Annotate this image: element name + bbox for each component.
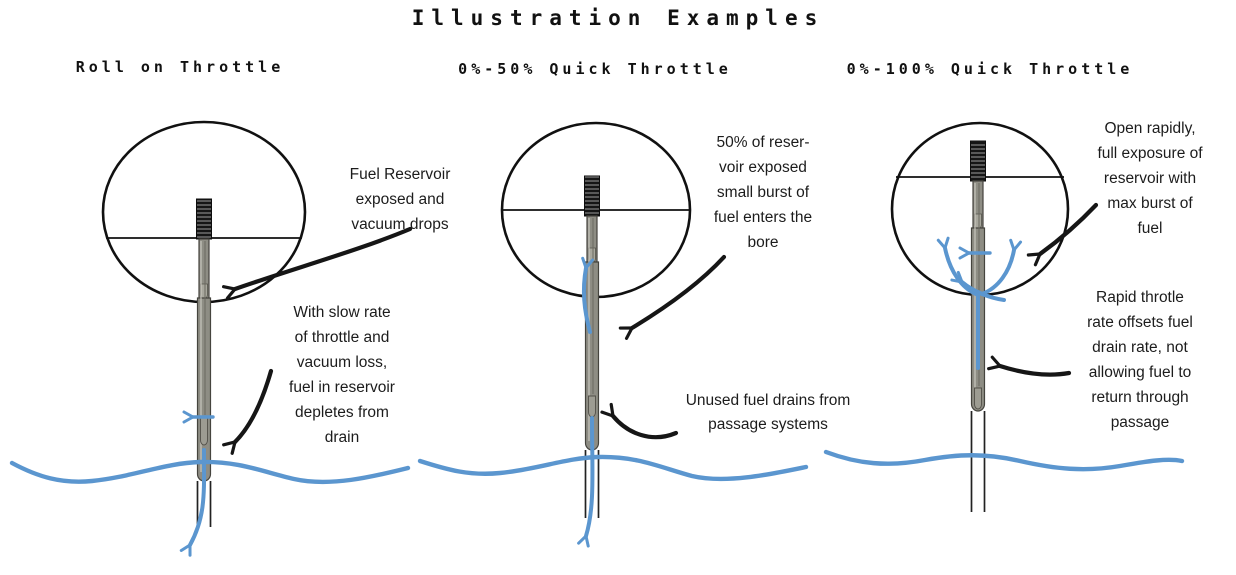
annotation-slow-rate-depletes: With slow rate of throttle and vacuum lo… (289, 304, 395, 446)
annotation-arrow-rapid-throttle (987, 355, 1072, 377)
passage-tube (196, 481, 212, 527)
page-title: Illustration Examples (411, 6, 825, 30)
annotation-fuel-reservoir-exposed: Fuel Reservoir exposed and vacuum drops (349, 166, 451, 233)
panel-title-full-quick-throttle: 0%-100% Quick Throttle (846, 60, 1134, 78)
panel-full-throttle-drawing (823, 121, 1185, 512)
fuel-spray-arrow-center (962, 282, 1006, 302)
panel-title-roll-on-throttle: Roll on Throttle (75, 58, 285, 76)
fuel-level-wave (823, 449, 1185, 472)
needle-tip (588, 395, 596, 418)
panel-roll-on-throttle-drawing (9, 120, 413, 545)
needle-valve (970, 140, 986, 412)
fuel-level-wave (417, 454, 809, 482)
panel-half-throttle-drawing (417, 121, 809, 536)
annotation-arrow-reservoir-exposed (221, 226, 413, 300)
fuel-spray-arrow-right (980, 250, 1014, 296)
needle-tip (974, 387, 982, 410)
needle-thread (196, 198, 212, 240)
needle-valve (584, 175, 600, 451)
needle-tip (200, 417, 208, 446)
passage-tube (584, 450, 600, 518)
annotation-open-rapidly-max-burst: Open rapidly, full exposure of reservoir… (1097, 120, 1203, 237)
annotation-arrow-depletes-from-drain (222, 368, 274, 455)
fuel-drain-arrow (586, 416, 595, 536)
annotation-half-reservoir-burst: 50% of reser- voir exposed small burst o… (713, 134, 813, 251)
fuel-level-wave (9, 459, 411, 485)
annotation-arrow-small-burst (618, 254, 727, 340)
annotation-arrow-max-burst (1026, 202, 1099, 267)
annotation-rapid-rate-offsets-drain: Rapid throtle rate offsets fuel drain ra… (1087, 289, 1193, 431)
passage-tube (970, 411, 986, 512)
fuel-burst-arrow (584, 268, 590, 334)
needle-valve (196, 198, 212, 482)
fuel-drain-arrow (190, 448, 207, 545)
needle-thread (970, 140, 986, 182)
panel-title-half-quick-throttle: 0%-50% Quick Throttle (458, 60, 732, 78)
needle-thread (584, 175, 600, 217)
annotation-unused-fuel-drains: Unused fuel drains from passage systems (685, 392, 851, 433)
annotation-arrow-unused-fuel (600, 402, 679, 440)
